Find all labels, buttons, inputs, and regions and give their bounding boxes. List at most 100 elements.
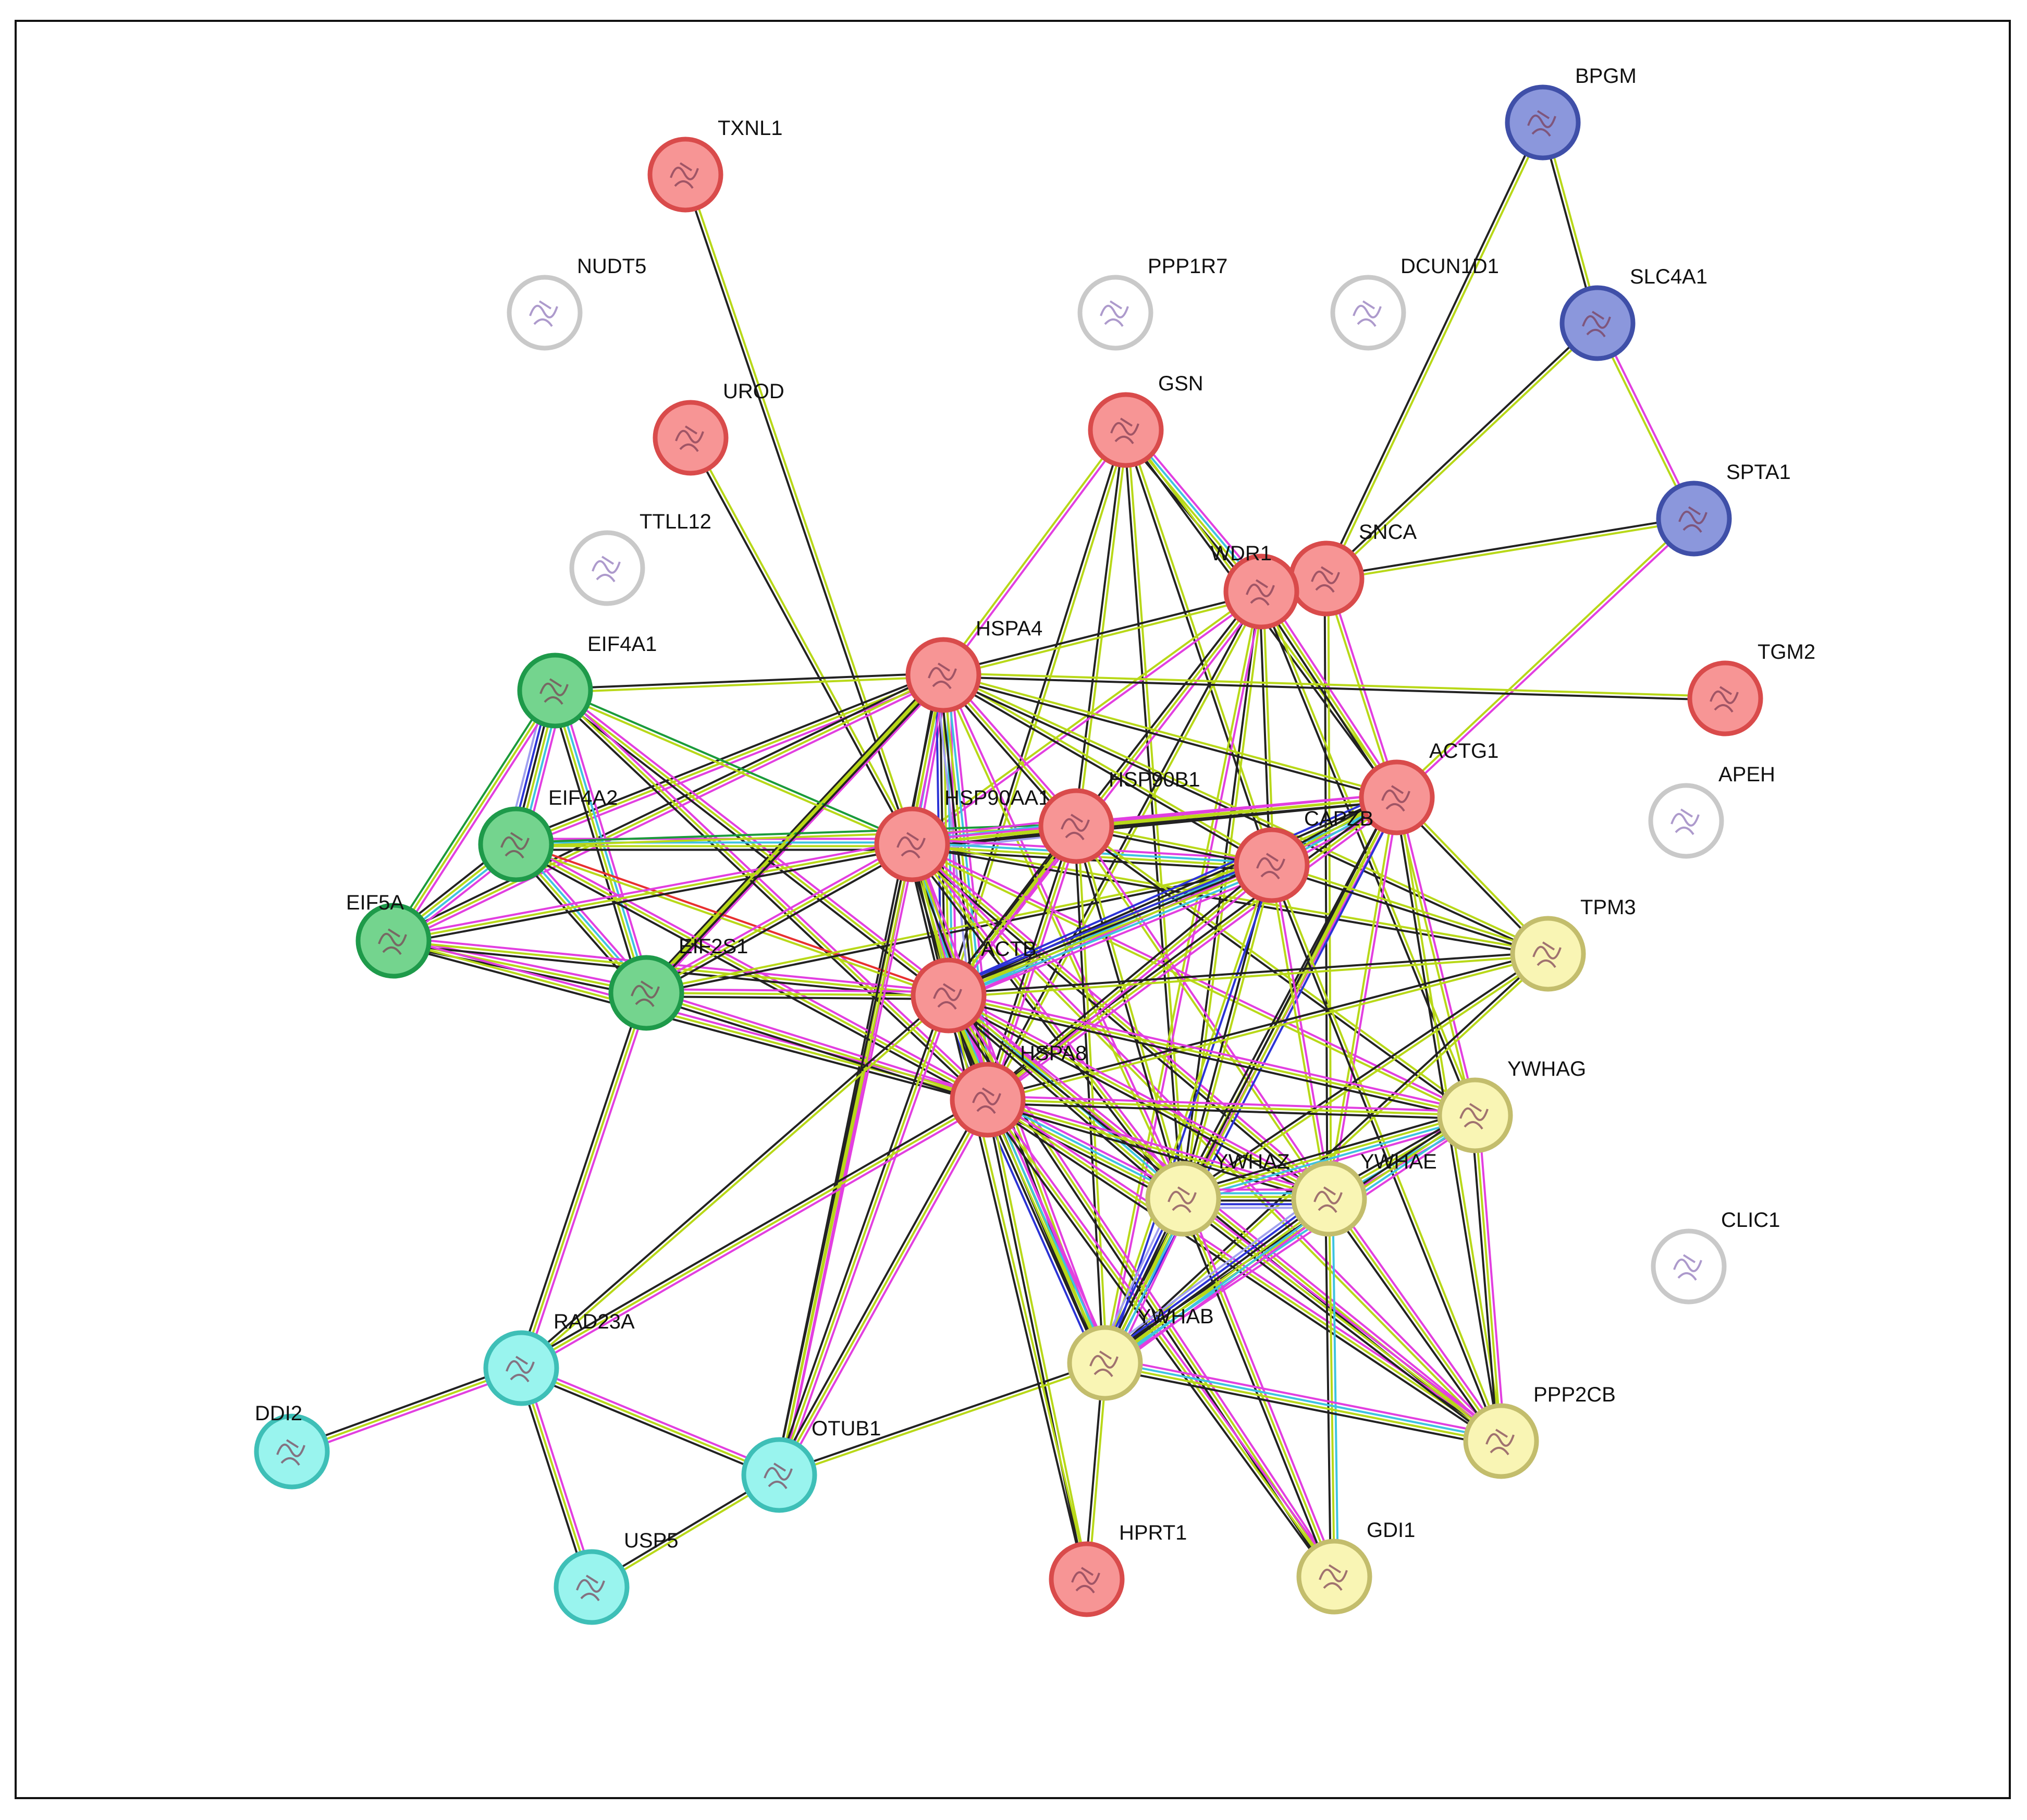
node-ywhaz[interactable]: YWHAZ bbox=[1145, 1150, 1289, 1237]
evidence-line-experiments bbox=[913, 842, 1503, 1441]
evidence-line-textmining bbox=[646, 992, 988, 1101]
evidence-line-textmining bbox=[554, 690, 989, 1101]
evidence-line-textmining bbox=[778, 995, 950, 1475]
node-eif4a1[interactable]: EIF4A1 bbox=[517, 633, 657, 729]
protein-structure-icon bbox=[1527, 110, 1556, 137]
edge-wdr1-capzb bbox=[1258, 591, 1275, 866]
evidence-line-experiments bbox=[1077, 824, 1332, 1199]
evidence-line-experiments bbox=[989, 800, 1400, 1104]
node-label: RAD23A bbox=[554, 1310, 635, 1333]
evidence-line-textmining bbox=[987, 1099, 1502, 1442]
node-ppp2cb[interactable]: PPP2CB bbox=[1463, 1383, 1616, 1479]
evidence-line-coexpression bbox=[682, 175, 912, 845]
evidence-line-coexpression bbox=[944, 588, 1260, 994]
evidence-line-coexpression bbox=[1324, 321, 1597, 578]
evidence-line-coexpression bbox=[775, 994, 947, 1474]
node-tgm2[interactable]: TGM2 bbox=[1687, 641, 1815, 736]
node-eif5a[interactable]: EIF5A bbox=[346, 891, 432, 979]
evidence-line-coexpression bbox=[984, 1101, 1332, 1580]
evidence-line-textmining bbox=[1328, 1198, 1502, 1442]
evidence-line-experiments bbox=[1330, 797, 1400, 1199]
node-ddi2[interactable]: DDI2 bbox=[254, 1402, 330, 1490]
node-tpm3[interactable]: TPM3 bbox=[1510, 896, 1636, 992]
evidence-line-textmining bbox=[521, 1099, 988, 1369]
node-spta1[interactable]: SPTA1 bbox=[1656, 461, 1791, 557]
node-capzb[interactable]: CAPZB bbox=[1234, 807, 1373, 903]
protein-structure-icon bbox=[1319, 1564, 1348, 1591]
evidence-line-cooccurrence bbox=[980, 1102, 1100, 1367]
node-label: HSPA4 bbox=[976, 617, 1042, 640]
evidence-line-textmining bbox=[521, 996, 951, 1371]
node-hprt1[interactable]: HPRT1 bbox=[1049, 1521, 1187, 1617]
edge-capzb-ppp2cb bbox=[1269, 864, 1504, 1443]
evidence-line-textmining bbox=[988, 954, 1549, 1103]
node-label: EIF2S1 bbox=[679, 935, 748, 958]
evidence-line-textmining bbox=[943, 672, 1273, 865]
evidence-line-coexpression bbox=[391, 670, 942, 939]
node-dcun1d1[interactable]: DCUN1D1 bbox=[1330, 255, 1499, 351]
node-hspa8[interactable]: HSPA8 bbox=[950, 1042, 1087, 1138]
node-otub1[interactable]: OTUB1 bbox=[741, 1417, 881, 1513]
evidence-line-experiments bbox=[1327, 577, 1400, 797]
node-eif4a2[interactable]: EIF4A2 bbox=[478, 786, 618, 882]
evidence-line-textmining bbox=[948, 994, 1330, 1200]
evidence-line-experiments bbox=[781, 996, 953, 1477]
node-txnl1[interactable]: TXNL1 bbox=[647, 117, 783, 213]
node-snca[interactable]: SNCA bbox=[1288, 521, 1417, 617]
edge-eif2s1-actb bbox=[646, 988, 949, 1000]
node-ywhag[interactable]: YWHAG bbox=[1437, 1057, 1586, 1153]
protein-structure-icon bbox=[1353, 300, 1382, 327]
node-actg1[interactable]: ACTG1 bbox=[1359, 740, 1498, 835]
evidence-line-textmining bbox=[393, 674, 944, 942]
node-rad23a[interactable]: RAD23A bbox=[483, 1310, 635, 1406]
evidence-line-experiments bbox=[1477, 1115, 1506, 1441]
node-urod[interactable]: UROD bbox=[653, 380, 784, 476]
node-nudt5[interactable]: NUDT5 bbox=[507, 255, 646, 351]
node-ppp1r7[interactable]: PPP1R7 bbox=[1077, 255, 1227, 351]
edge-tpm3-actb bbox=[948, 951, 1549, 999]
evidence-line-experiments bbox=[395, 677, 945, 945]
node-hspa4[interactable]: HSPA4 bbox=[905, 617, 1042, 713]
node-ttll12[interactable]: TTLL12 bbox=[569, 510, 711, 606]
node-ywhab[interactable]: YWHAB bbox=[1067, 1305, 1214, 1401]
node-label: SLC4A1 bbox=[1630, 265, 1707, 288]
node-label: PPP2CB bbox=[1533, 1383, 1616, 1406]
node-label: SNCA bbox=[1359, 521, 1417, 544]
node-gsn[interactable]: GSN bbox=[1088, 372, 1203, 468]
node-bpgm[interactable]: BPGM bbox=[1505, 65, 1637, 161]
evidence-line-textmining bbox=[1327, 122, 1545, 580]
evidence-line-textmining bbox=[1184, 865, 1275, 1200]
evidence-line-experiments bbox=[944, 430, 1128, 677]
node-hsp90aa1[interactable]: HSP90AA1 bbox=[874, 786, 1050, 882]
evidence-line-database bbox=[556, 690, 649, 993]
node-wdr1[interactable]: WDR1 bbox=[1210, 542, 1299, 630]
evidence-line-experiments bbox=[950, 593, 1266, 999]
node-actb[interactable]: ACTB bbox=[911, 938, 1037, 1034]
evidence-line-database bbox=[990, 1098, 1110, 1362]
node-label: GDI1 bbox=[1367, 1519, 1415, 1542]
node-apeh[interactable]: APEH bbox=[1648, 763, 1775, 859]
evidence-line-experiments bbox=[523, 993, 651, 1370]
evidence-line-textmining bbox=[778, 844, 913, 1475]
node-clic1[interactable]: CLIC1 bbox=[1651, 1209, 1780, 1305]
evidence-line-experiments bbox=[912, 592, 1263, 847]
node-usp5[interactable]: USP5 bbox=[554, 1529, 679, 1625]
evidence-line-coexpression bbox=[1074, 827, 1475, 1118]
node-ywhae[interactable]: YWHAE bbox=[1291, 1150, 1437, 1237]
evidence-line-coexpression bbox=[943, 675, 1725, 702]
node-hsp90b1[interactable]: HSP90B1 bbox=[1038, 768, 1200, 864]
edge-eif4a2-actb bbox=[515, 841, 950, 999]
node-slc4a1[interactable]: SLC4A1 bbox=[1559, 265, 1707, 361]
protein-structure-icon bbox=[1673, 1254, 1702, 1281]
evidence-line-coexpression bbox=[1271, 866, 1548, 957]
node-eif2s1[interactable]: EIF2S1 bbox=[608, 935, 748, 1031]
edge-layer bbox=[290, 121, 1726, 1590]
evidence-line-coexpression bbox=[947, 860, 1271, 993]
evidence-line-coexpression bbox=[647, 675, 946, 995]
protein-structure-icon bbox=[1168, 1186, 1197, 1213]
evidence-line-coexpression bbox=[987, 951, 1548, 1099]
evidence-line-neighborhood bbox=[555, 687, 914, 844]
evidence-line-coexpression bbox=[987, 1102, 1475, 1120]
node-gdi1[interactable]: GDI1 bbox=[1296, 1519, 1415, 1615]
